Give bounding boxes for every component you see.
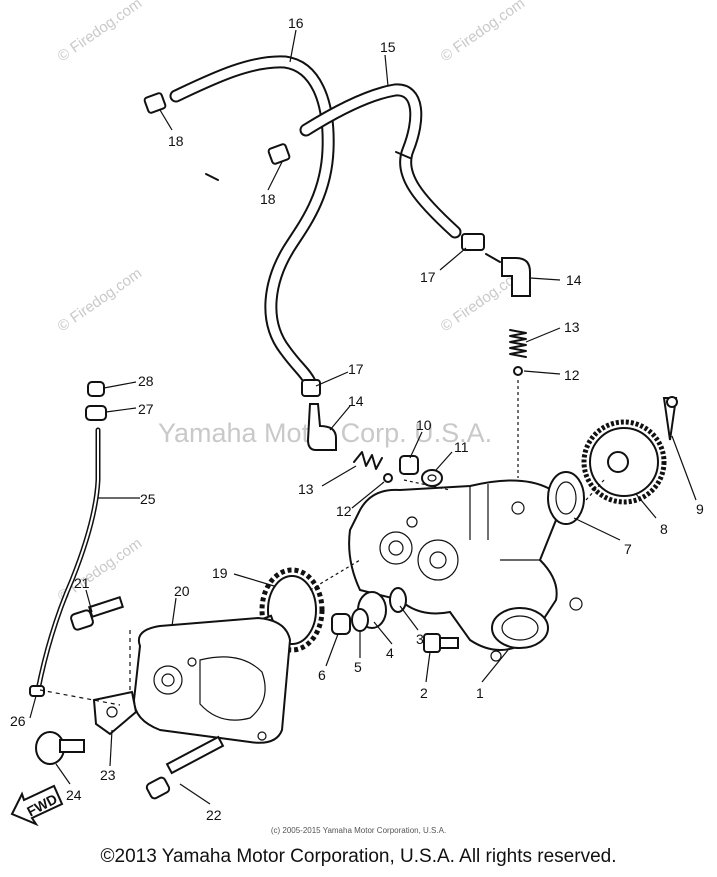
bolt-2 [423,633,459,653]
washer-11 [421,469,443,487]
callout-17-lower: 17 [348,361,364,377]
callout-28: 28 [138,373,154,389]
callout-6: 6 [318,667,326,683]
pump-cover-20 [132,616,292,744]
union-bolt-14-upper [501,257,531,297]
bearing-7 [547,471,585,525]
callout-17-upper: 17 [420,269,436,285]
callout-7: 7 [624,541,632,557]
watermark-site-1: © Firedog.com [55,0,146,65]
spring-13-upper [509,329,527,358]
watermark-site-3: © Firedog.com [55,265,146,335]
callout-26: 26 [10,713,26,729]
washer-5 [351,608,369,632]
callout-18-upper: 18 [168,133,184,149]
callout-27: 27 [138,401,154,417]
fitting-17-lower [301,379,321,397]
callout-16: 16 [288,15,304,31]
callout-20: 20 [174,583,190,599]
hose-16 [169,55,335,389]
screw-21 [70,596,125,631]
nut-6 [331,613,351,635]
callout-10: 10 [416,417,432,433]
callout-8: 8 [660,521,668,537]
callout-22: 22 [206,807,222,823]
fitting-17-upper [461,233,485,251]
callout-12-lower: 12 [336,503,352,519]
callout-labels: 16 15 18 18 17 14 13 12 17 14 13 12 10 1… [10,15,704,823]
union-bolt-14-lower [306,403,337,451]
screw-24 [35,731,85,765]
callout-24: 24 [66,787,82,803]
adjuster-27 [85,405,107,421]
spring-13-lower [353,451,383,470]
callout-5: 5 [354,659,362,675]
callout-21: 21 [74,575,90,591]
exploded-parts-diagram: Yamaha Motor Corp. U.S.A. © Firedog.com … [10,0,704,827]
footer-copyright: ©2013 Yamaha Motor Corporation, U.S.A. A… [100,846,617,867]
bolt-22 [145,735,225,800]
callout-19: 19 [212,565,228,581]
alignment-lines [39,479,451,706]
callout-23: 23 [100,767,116,783]
callout-18-lower: 18 [260,191,276,207]
clamp-18-upper [143,92,167,114]
callout-3: 3 [416,631,424,647]
callout-2: 2 [420,685,428,701]
bleed-bolt-10 [399,455,419,475]
callout-11: 11 [454,439,469,455]
hose-15 [299,83,462,239]
ball-12-lower [383,473,393,483]
clamp-18-lower [267,143,291,165]
watermark-site-2: © Firedog.com [438,0,529,65]
callout-25: 25 [140,491,156,507]
small-copyright-notice: (c) 2005-2015 Yamaha Motor Corporation, … [270,826,447,835]
callout-1: 1 [476,685,484,701]
washer-3 [389,587,407,613]
cable-end-26 [29,685,45,697]
driven-gear-8 [581,419,667,505]
callout-4: 4 [386,645,394,661]
callout-14-upper: 14 [566,272,582,288]
callout-9: 9 [696,501,704,517]
callout-13-upper: 13 [564,319,580,335]
leader-lines [29,29,697,805]
ball-12-upper [513,366,523,376]
nut-28 [87,381,105,397]
pulley-plate-23 [92,690,138,736]
callout-12-upper: 12 [564,367,580,383]
callout-14-lower: 14 [348,393,364,409]
fwd-arrow: FWD [10,784,64,827]
callout-13-lower: 13 [298,481,314,497]
callout-15: 15 [380,39,396,55]
